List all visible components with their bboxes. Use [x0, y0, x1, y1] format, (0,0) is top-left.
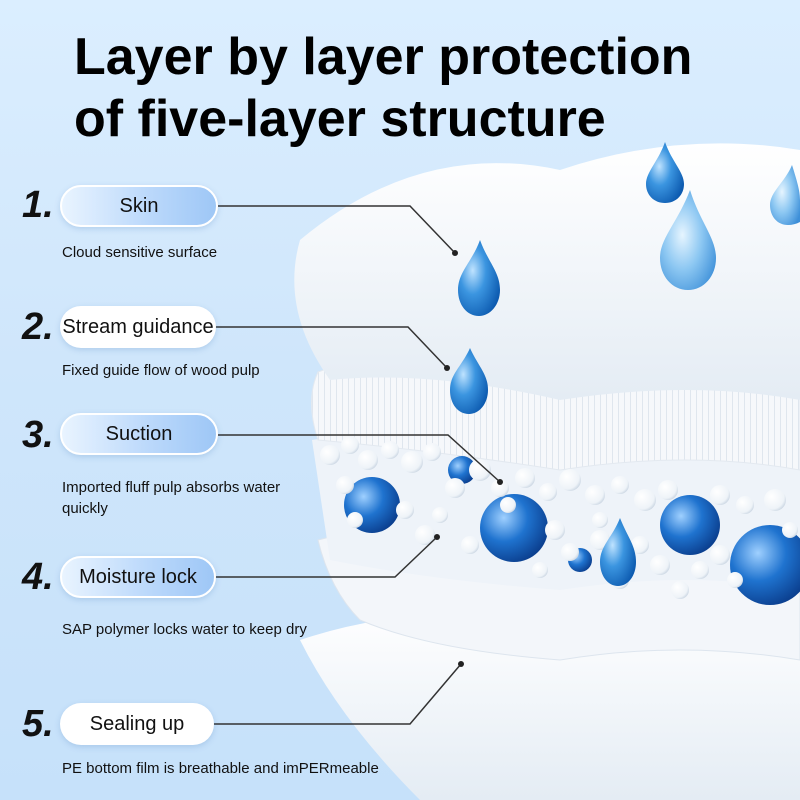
connector-line-1 — [218, 205, 456, 254]
sap-bead-icon — [448, 456, 476, 484]
sap-bead-icon — [660, 495, 720, 555]
layer-description-5: PE bottom film is breathable and imPERme… — [62, 760, 379, 777]
water-drop-icon — [770, 165, 800, 225]
skin-sheet — [294, 143, 800, 401]
fluff-balls — [320, 436, 798, 599]
layer-description-4: SAP polymer locks water to keep dry — [62, 621, 307, 638]
sap-beads — [344, 456, 800, 605]
layer-number-2: 2. — [22, 306, 54, 348]
water-drops — [450, 142, 800, 586]
layer-number-3: 3. — [22, 414, 54, 456]
water-drop-icon — [458, 240, 500, 316]
connector-line-5 — [212, 663, 462, 725]
connector-line-3 — [218, 434, 501, 483]
sap-bead-icon — [730, 525, 800, 605]
water-drop-icon — [660, 190, 716, 290]
sap-bead-icon — [480, 494, 548, 562]
layer-description-2: Fixed guide flow of wood pulp — [62, 362, 260, 379]
bottom-film-sheet — [300, 606, 800, 800]
connector-line-4 — [214, 536, 438, 578]
page-title: Layer by layer protection of five-layer … — [74, 26, 774, 150]
layer-description-1: Cloud sensitive surface — [62, 244, 218, 261]
layer-number-1: 1. — [22, 184, 54, 226]
title-line-2: of five-layer structure — [74, 90, 606, 148]
layer-number-4: 4. — [22, 556, 54, 598]
connector-lines — [212, 205, 501, 725]
water-drop-icon — [646, 142, 684, 203]
water-drop-icon — [600, 518, 636, 586]
connector-dots — [434, 250, 503, 667]
water-drop-icon — [450, 348, 488, 414]
layer-label-moisture-lock: Moisture lock — [60, 556, 216, 598]
layer-number-5: 5. — [22, 703, 54, 745]
layer-label-suction: Suction — [60, 413, 218, 455]
layer-label-sealing-up: Sealing up — [60, 703, 214, 745]
connector-line-2 — [214, 326, 448, 369]
layer-description-3: Imported fluff pulp absorbs water quickl… — [62, 479, 281, 517]
title-line-1: Layer by layer protection — [74, 28, 693, 86]
layer-label-skin: Skin — [60, 185, 218, 227]
layer-label-stream-guidance: Stream guidance — [60, 306, 216, 348]
